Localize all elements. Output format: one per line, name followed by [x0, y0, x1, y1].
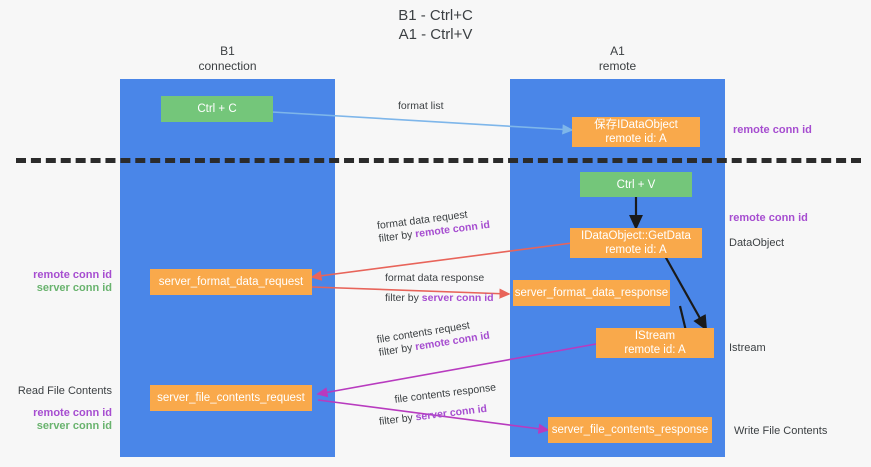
arrow-label-format-list: format list [398, 100, 444, 113]
lane-header-b1-name: B1 [220, 44, 235, 58]
annotation-left-remote-conn-id-bot: remote conn id [33, 407, 112, 419]
box-server-format-data-response[interactable]: server_format_data_response [513, 280, 670, 306]
lane-header-a1-role: remote [598, 59, 637, 73]
box-istream-sub: remote id: A [624, 344, 686, 356]
box-idataobject-getdata-sub: remote id: A [605, 244, 667, 256]
box-save-idataobject-label: 保存IDataObject [594, 119, 678, 131]
phase-divider [16, 158, 861, 163]
title-line-1: B1 - Ctrl+C [398, 7, 473, 24]
box-save-idataobject-sub: remote id: A [605, 133, 667, 145]
arrow-label-format-data-request: format data request filter by remote con… [376, 206, 490, 246]
annotation-write-file-contents: Write File Contents [734, 425, 828, 437]
box-server-file-contents-response[interactable]: server_file_contents_response [548, 417, 712, 443]
annotation-left-server-conn-id-bot: server conn id [36, 420, 112, 432]
page-title: B1 - Ctrl+C A1 - Ctrl+V [0, 6, 871, 44]
box-istream[interactable]: IStream remote id: A [596, 328, 714, 358]
box-idataobject-getdata-label: IDataObject::GetData [581, 230, 691, 242]
annotation-istream: Istream [729, 342, 766, 354]
box-save-idataobject[interactable]: 保存IDataObject remote id: A [572, 117, 700, 147]
box-server-format-data-response-label: server_format_data_response [514, 287, 669, 299]
highlight-server-conn-id: server conn id [414, 402, 488, 424]
box-server-format-data-request-label: server_format_data_request [158, 276, 304, 288]
box-server-format-data-request[interactable]: server_format_data_request [150, 269, 312, 295]
lane-header-b1-role: connection [198, 59, 257, 73]
box-ctrl-v-label: Ctrl + V [616, 178, 656, 191]
highlight-server-conn-id: server conn id [421, 292, 494, 304]
box-istream-label: IStream [634, 330, 676, 342]
arrow-label-format-list-text: format list [398, 100, 444, 112]
annotation-read-file-contents: Read File Contents [17, 385, 112, 397]
box-ctrl-c-label: Ctrl + C [197, 103, 237, 115]
filter-by-prefix: filter by [378, 411, 417, 428]
box-server-file-contents-response-label: server_file_contents_response [551, 424, 709, 436]
box-ctrl-v[interactable]: Ctrl + V [580, 172, 692, 197]
annotation-remote-conn-id-mid: remote conn id [729, 212, 808, 224]
arrow-label-format-data-response-line1: format data response [385, 272, 485, 284]
arrow-label-file-contents-response: file contents response filter by server … [376, 381, 499, 428]
filter-by-prefix: filter by [385, 292, 422, 304]
lane-header-b1: B1 connection [120, 44, 335, 74]
annotation-left-server-conn-id-mid: server conn id [36, 282, 112, 294]
box-server-file-contents-request-label: server_file_contents_request [157, 392, 305, 404]
lane-header-a1-name: A1 [610, 44, 625, 58]
arrow-label-format-data-response-line2: filter by server conn id [385, 292, 494, 305]
annotation-dataobject: DataObject [729, 237, 785, 249]
arrow-label-file-contents-request: file contents request filter by remote c… [376, 317, 491, 360]
lane-header-a1: A1 remote [510, 44, 725, 74]
annotation-remote-conn-id-top: remote conn id [733, 124, 812, 136]
arrow-label-format-data-response: format data response filter by server co… [385, 272, 494, 305]
title-line-2: A1 - Ctrl+V [398, 26, 473, 43]
annotation-left-remote-conn-id-mid: remote conn id [33, 269, 112, 281]
box-ctrl-c[interactable]: Ctrl + C [161, 96, 273, 122]
box-idataobject-getdata[interactable]: IDataObject::GetData remote id: A [570, 228, 702, 258]
box-server-file-contents-request[interactable]: server_file_contents_request [150, 385, 312, 411]
